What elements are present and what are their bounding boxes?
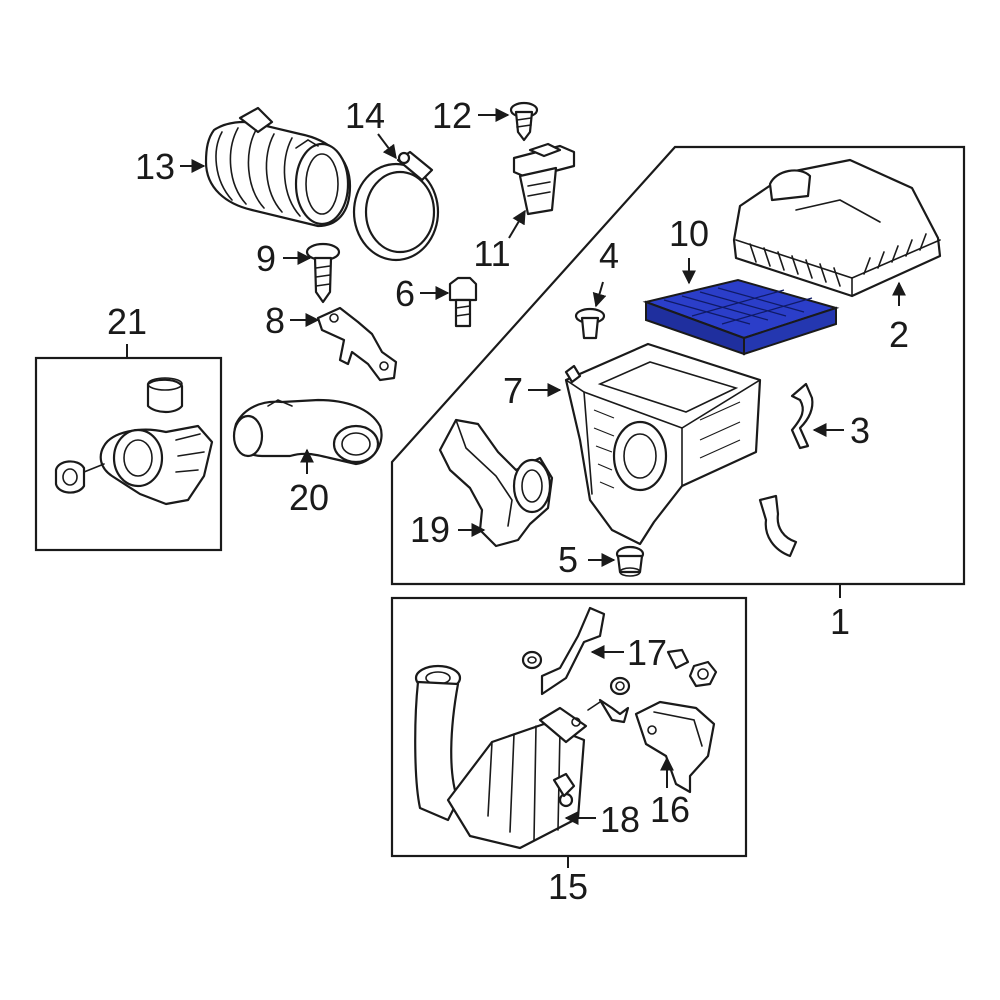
- assembly-box-1: [390, 145, 966, 586]
- part-17-fasteners[interactable]: [521, 606, 718, 724]
- callout-19: 19: [410, 509, 450, 550]
- part-12-screw[interactable]: [509, 101, 539, 142]
- callout-13: 13: [135, 146, 175, 187]
- callout-16: 16: [650, 789, 690, 830]
- callout-1: 1: [830, 601, 850, 642]
- part-8-bracket[interactable]: [316, 306, 398, 382]
- callout-10: 10: [669, 213, 709, 254]
- leader-11: [508, 209, 526, 239]
- part-19-air-inlet[interactable]: [438, 418, 554, 548]
- mounting-clip: [758, 494, 798, 558]
- callout-18: 18: [600, 799, 640, 840]
- part-2-air-cleaner-cover[interactable]: [732, 158, 942, 298]
- leader-14: [377, 133, 397, 160]
- part-9-bolt[interactable]: [305, 242, 341, 304]
- callout-14: 14: [345, 95, 385, 136]
- part-4-grommet[interactable]: [574, 307, 606, 340]
- callout-9: 9: [256, 238, 276, 279]
- part-7-air-cleaner-case[interactable]: [564, 342, 762, 546]
- callout-6: 6: [395, 273, 415, 314]
- leader-4: [592, 281, 607, 308]
- callout-15: 15: [548, 866, 588, 907]
- part-13-intake-duct[interactable]: [204, 106, 352, 228]
- callout-3: 3: [850, 410, 870, 451]
- part-21-resonator[interactable]: [54, 377, 214, 506]
- callout-2: 2: [889, 314, 909, 355]
- callout-7: 7: [503, 370, 523, 411]
- callout-11: 11: [473, 233, 510, 274]
- callout-21: 21: [107, 301, 147, 342]
- part-15-resonator-chamber[interactable]: [414, 664, 588, 850]
- part-6-bolt[interactable]: [448, 276, 478, 328]
- callout-12: 12: [432, 95, 472, 136]
- part-10-air-filter[interactable]: [642, 278, 840, 356]
- callout-4: 4: [599, 235, 619, 276]
- part-14-hose-clamp[interactable]: [352, 150, 440, 262]
- part-3-clip[interactable]: [790, 382, 814, 450]
- callout-20: 20: [289, 477, 329, 518]
- assembly-box-21: [34, 356, 223, 552]
- callout-8: 8: [265, 300, 285, 341]
- part-16-bracket[interactable]: [634, 700, 716, 794]
- part-11-mass-airflow-sensor[interactable]: [512, 142, 576, 216]
- part-20-intake-elbow[interactable]: [232, 398, 383, 466]
- part-18-clip[interactable]: [552, 772, 576, 798]
- callout-17: 17: [627, 632, 667, 673]
- part-5-grommet[interactable]: [615, 545, 645, 577]
- callout-5: 5: [558, 539, 578, 580]
